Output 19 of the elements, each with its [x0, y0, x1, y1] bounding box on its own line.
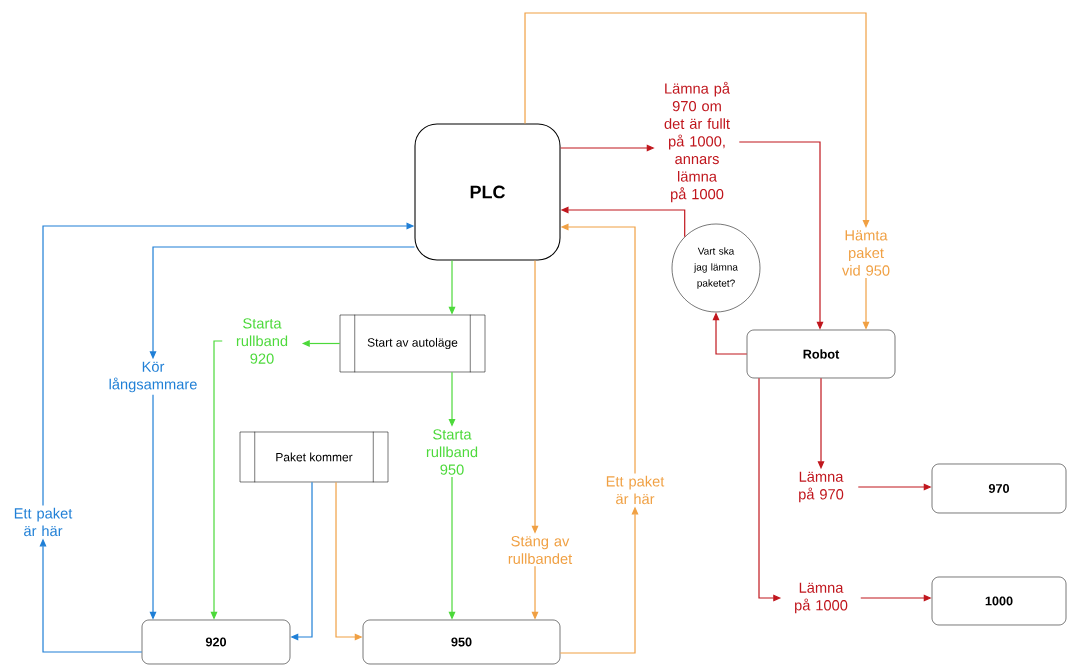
flow-text: Ett paket är här: [606, 475, 665, 505]
flow-text: Stäng av rullbandet: [508, 536, 573, 564]
flow-text: Ett paket är här: [14, 507, 73, 537]
flow-text: Kör långsammare: [109, 361, 197, 393]
station-box: 950: [362, 619, 561, 665]
station-box: 1000: [931, 576, 1067, 626]
process-box: Start av autoläge: [339, 314, 486, 373]
flow-text: Lämna på 970 om det är fullt på 1000, annars lämna på 1000: [664, 81, 730, 203]
flow-text: Hämta paket vid 950: [842, 230, 890, 276]
controller-box: PLC: [414, 123, 561, 261]
arrow: [524, 12, 870, 228]
flow-text: Starta rullband 920: [236, 318, 288, 364]
process-box: Paket kommer: [239, 431, 389, 483]
flow-text: Lämna på 1000: [795, 582, 848, 614]
flow-text: Starta rullband 950: [426, 429, 478, 475]
station-box: 970: [931, 463, 1067, 514]
flow-text: Lämna på 970: [799, 471, 844, 503]
station-box: 920: [141, 619, 291, 665]
station-box: Robot: [746, 329, 896, 379]
